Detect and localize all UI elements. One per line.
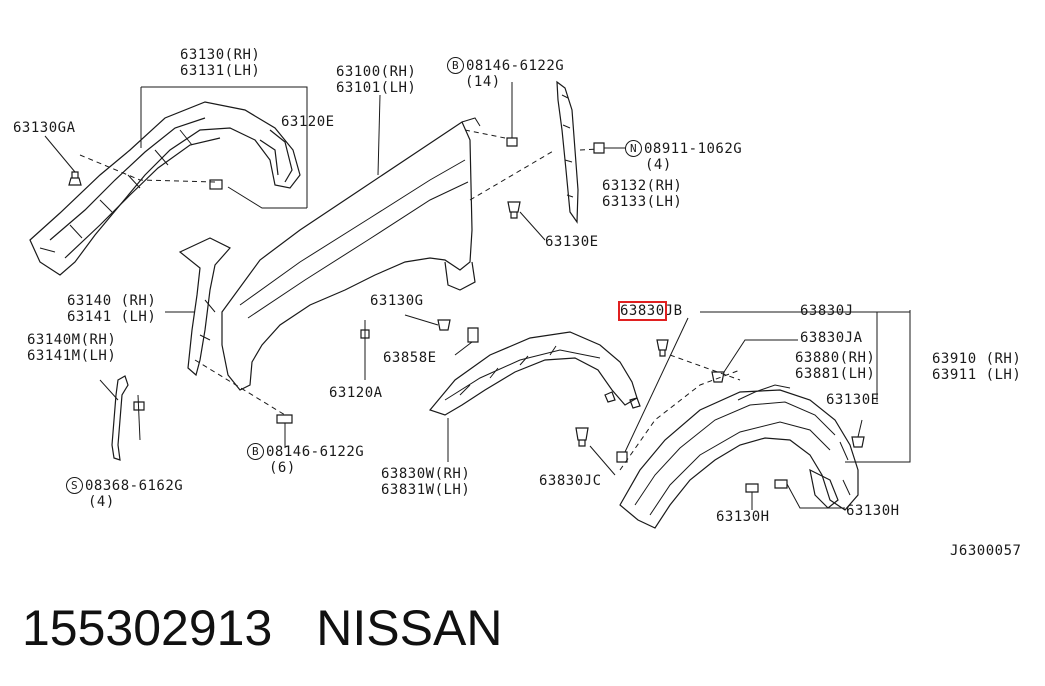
label-63831W-lh: 63831W(LH) — [381, 482, 471, 498]
label-63100-rh: 63100(RH) — [336, 64, 417, 80]
seal-63132 — [469, 80, 625, 224]
diagram-reference: J6300057 — [950, 543, 1022, 559]
leader-63130 — [140, 86, 308, 209]
label-63911-lh: 63911 (LH) — [932, 367, 1022, 383]
label-63140-63141: 63140 (RH) 63141 (LH) — [67, 293, 156, 325]
inner-fender-rear — [428, 331, 641, 462]
label-63858E: 63858E — [383, 350, 437, 366]
label-63140M-rh: 63140M(RH) — [27, 332, 117, 348]
part-suffix: JB — [664, 303, 683, 319]
n-symbol: N — [625, 140, 642, 157]
label-63830JA: 63830JA — [800, 330, 863, 346]
clip-63830JC — [575, 427, 628, 476]
label-63130G: 63130G — [370, 293, 424, 309]
leader-63910 — [845, 310, 911, 463]
rod-63140M — [99, 375, 145, 461]
label-63140-rh: 63140 (RH) — [67, 293, 157, 309]
bolt-code: 08146-6122G — [466, 58, 565, 74]
label-63880-rh: 63880(RH) — [795, 350, 876, 366]
label-63130-63131: 63130(RH) 63131(LH) — [180, 47, 260, 79]
bolt-08146-bottom — [276, 414, 293, 448]
label-63881-lh: 63881(LH) — [795, 366, 876, 382]
label-63141-lh: 63141 (LH) — [67, 309, 157, 325]
label-63910-63911: 63910 (RH) 63911 (LH) — [932, 351, 1021, 383]
clip-63130GA — [44, 135, 216, 186]
label-63830W-63831W: 63830W(RH) 63831W(LH) — [381, 466, 470, 498]
bracket-63140 — [165, 237, 286, 416]
label-63910-rh: 63910 (RH) — [932, 351, 1022, 367]
label-63120E: 63120E — [281, 114, 335, 130]
diagram-drawing — [29, 80, 911, 529]
leader-63830JB — [624, 317, 689, 453]
label-63830JC: 63830JC — [539, 473, 602, 489]
part-number: 155302913 — [22, 600, 273, 656]
clip-63130G — [404, 314, 451, 331]
bolt-code-bottom: 08146-6122G — [266, 444, 365, 460]
s-symbol: S — [66, 477, 83, 494]
b-symbol: B — [447, 57, 464, 74]
overfender — [619, 369, 859, 529]
bolt-qty-bottom: (6) — [269, 460, 296, 476]
label-63130H-a: 63130H — [716, 509, 770, 525]
brand-name: NISSAN — [316, 600, 503, 656]
clip-63858E — [454, 327, 479, 356]
label-63830J: 63830J — [800, 303, 854, 319]
label-63830W-rh: 63830W(RH) — [381, 466, 471, 482]
screw-63120A — [360, 320, 370, 380]
bolt-qty: (14) — [465, 74, 501, 90]
label-63140M-63141M: 63140M(RH) 63141M(LH) — [27, 332, 116, 364]
label-63132-rh: 63132(RH) — [602, 178, 683, 194]
bolt-08146-top — [464, 82, 518, 147]
screws-63130H — [745, 479, 845, 510]
label-63130E-right: 63130E — [826, 392, 880, 408]
screw-code: 08368-6162G — [85, 478, 184, 494]
label-63130-rh: 63130(RH) — [180, 47, 261, 63]
inner-fender-liner-front — [29, 101, 301, 276]
label-63100-63101: 63100(RH) 63101(LH) — [336, 64, 416, 96]
nut-qty: (4) — [645, 157, 672, 173]
screw-qty: (4) — [88, 494, 115, 510]
label-63130GA: 63130GA — [13, 120, 76, 136]
clip-63130E-right — [851, 419, 865, 448]
label-63130E-top: 63130E — [545, 234, 599, 250]
label-63120A: 63120A — [329, 385, 383, 401]
label-63101-lh: 63101(LH) — [336, 80, 417, 96]
label-63133-lh: 63133(LH) — [602, 194, 683, 210]
label-63130H-b: 63130H — [846, 503, 900, 519]
label-63880-63881: 63880(RH) 63881(LH) — [795, 350, 875, 382]
leader-63100 — [377, 94, 381, 176]
clip-63830JA — [711, 339, 798, 383]
footer-caption: 155302913 NISSAN — [22, 598, 502, 658]
label-63830JB[interactable]: 63830JB — [618, 301, 683, 321]
label-63131-lh: 63131(LH) — [180, 63, 261, 79]
clip-63130E-top — [507, 201, 546, 241]
front-fender — [221, 117, 481, 391]
nut-code: 08911-1062G — [644, 141, 743, 157]
highlighted-part-number[interactable]: 63830 — [618, 301, 667, 321]
b-symbol-bottom: B — [247, 443, 264, 460]
parts-diagram: 63130(RH) 63131(LH) 63130GA 63120E 63100… — [13, 47, 1022, 559]
label-63132-63133: 63132(RH) 63133(LH) — [602, 178, 682, 210]
label-63141M-lh: 63141M(LH) — [27, 348, 117, 364]
